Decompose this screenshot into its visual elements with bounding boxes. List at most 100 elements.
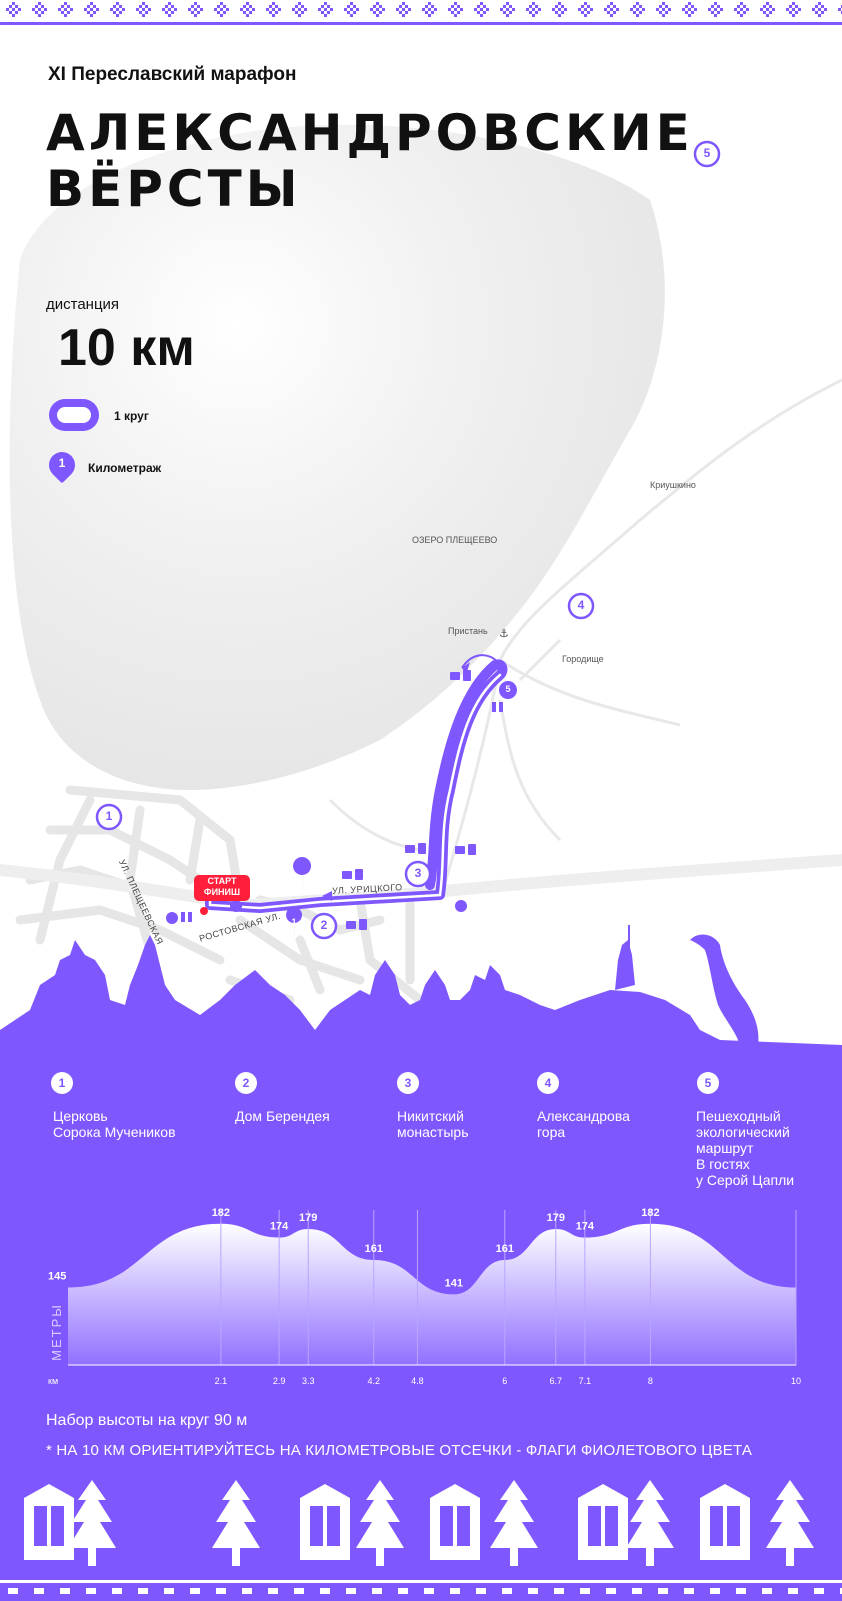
ornament-motif	[162, 2, 177, 17]
km-pin-number: 1	[58, 456, 66, 470]
elevation-gain-text: Набор высоты на круг 90 м	[46, 1412, 248, 1429]
ornament-bottom-dash	[554, 1588, 564, 1594]
ornament-bottom-dash	[346, 1588, 356, 1594]
profile-x-tick-label: 10	[791, 1376, 801, 1386]
svg-text:⚓: ⚓	[499, 627, 509, 640]
ornament-motif	[84, 2, 99, 17]
elevation-y-axis-label: МЕТРЫ	[49, 1303, 64, 1361]
ornament-bottom-dash	[424, 1588, 434, 1594]
ornament-bottom-dash	[320, 1588, 330, 1594]
poi-4-name: Александрова гора	[537, 1108, 630, 1140]
ornament-motif	[760, 2, 775, 17]
profile-x-tick-label: 8	[648, 1376, 653, 1386]
ornament-bottom-dash	[762, 1588, 772, 1594]
aid-station-icons	[166, 670, 503, 930]
ornament-tree	[68, 1480, 116, 1566]
ornament-bottom-dash	[450, 1588, 460, 1594]
lap-label: 1 круг	[114, 409, 149, 423]
map-km-number-9: 9	[299, 878, 305, 888]
ornament-motif	[630, 2, 645, 17]
map-km-number-5: 5	[505, 684, 511, 694]
ornament-bottom-dash	[164, 1588, 174, 1594]
ornament-bottom-dash	[112, 1588, 122, 1594]
ornament-bottom-dash	[710, 1588, 720, 1594]
ornament-window	[24, 1484, 74, 1560]
poi-1-name: Церковь Сорока Мучеников	[53, 1108, 176, 1140]
ornament-motif	[578, 2, 593, 17]
profile-x-tick-label: 2.1	[215, 1376, 228, 1386]
finish-label: ФИНИШ	[203, 887, 241, 897]
ornament-motif	[240, 2, 255, 17]
ornament-bottom-dash	[502, 1588, 512, 1594]
profile-point-label: 161	[496, 1243, 514, 1255]
distance-label: дистанция	[46, 296, 120, 313]
ornament-motif	[604, 2, 619, 17]
poi-3-name: Никитский монастырь	[397, 1108, 469, 1140]
poi-5-name: Пешеходный экологический маршрут В гостя…	[696, 1108, 795, 1188]
ornament-bottom-dash	[606, 1588, 616, 1594]
ornament-bottom-dash	[8, 1588, 18, 1594]
poi-1-number: 1	[51, 1072, 73, 1094]
map-km-pins	[286, 681, 517, 944]
top-ornament	[0, 2, 842, 25]
start-label: СТАРТ	[207, 876, 237, 886]
profile-point-label: 182	[641, 1207, 659, 1219]
map-poi-number-2: 2	[320, 918, 328, 932]
ornament-tree	[490, 1480, 538, 1566]
ornament-bottom-dash	[86, 1588, 96, 1594]
ornament-motif	[396, 2, 411, 17]
ornament-bottom-dash	[34, 1588, 44, 1594]
ornament-bottom-dash	[788, 1588, 798, 1594]
map-poi-markers	[95, 140, 721, 940]
ornament-motif	[682, 2, 697, 17]
poi-4-number: 4	[537, 1072, 559, 1094]
ornament-motif	[526, 2, 541, 17]
ornament-motif	[344, 2, 359, 17]
profile-x-tick-label: 3.3	[302, 1376, 315, 1386]
profile-point-label: 174	[576, 1221, 595, 1233]
ornament-bottom-dash	[736, 1588, 746, 1594]
ornament-bottom-dash	[294, 1588, 304, 1594]
ornament-motif	[786, 2, 801, 17]
pier-label: Пристань	[448, 626, 488, 636]
ornament-bottom-dash	[216, 1588, 226, 1594]
ornament-bottom-dash	[242, 1588, 252, 1594]
ornament-bottom-dash	[372, 1588, 382, 1594]
map-km-number-1: 1	[291, 917, 297, 927]
profile-point-label: 182	[212, 1207, 230, 1219]
profile-point-label: 161	[365, 1243, 383, 1255]
elevation-area	[68, 1223, 796, 1365]
ornament-bottom-dash	[684, 1588, 694, 1594]
profile-point-label: 145	[48, 1271, 66, 1283]
profile-point-label: 179	[299, 1212, 317, 1224]
ornament-bottom-dash	[476, 1588, 486, 1594]
title-line-1: АЛЕКСАНДРОВСКИЕ	[46, 104, 694, 162]
map-poi-number-1: 1	[105, 809, 113, 823]
ornament-bottom-dash	[814, 1588, 824, 1594]
km-legend-label: Километраж	[88, 461, 162, 475]
start-finish-marker	[194, 875, 250, 915]
poi-2-name: Дом Берендея	[235, 1108, 330, 1124]
profile-x-tick-label: 6	[502, 1376, 507, 1386]
ornament-motif	[812, 2, 827, 17]
map-poi-number-4: 4	[577, 598, 585, 612]
ornament-bottom-dash	[138, 1588, 148, 1594]
ornament-bottom-dash	[268, 1588, 278, 1594]
lake-label: ОЗЕРО ПЛЕЩЕЕВО	[412, 535, 498, 545]
ornament-motif	[552, 2, 567, 17]
profile-x-tick-label: 4.8	[411, 1376, 424, 1386]
ornament-motif	[708, 2, 723, 17]
ornament-motif	[500, 2, 515, 17]
ornament-bottom-dash	[528, 1588, 538, 1594]
ornament-motif	[448, 2, 463, 17]
ornament-motif	[474, 2, 489, 17]
ornament-motif	[370, 2, 385, 17]
ornament-motif	[6, 2, 21, 17]
ornament-window	[700, 1484, 750, 1560]
ornament-motif	[58, 2, 73, 17]
profile-x-tick-label: 6.7	[550, 1376, 563, 1386]
ornament-window	[430, 1484, 480, 1560]
ornament-tree	[626, 1480, 674, 1566]
ornament-bottom-dash	[190, 1588, 200, 1594]
